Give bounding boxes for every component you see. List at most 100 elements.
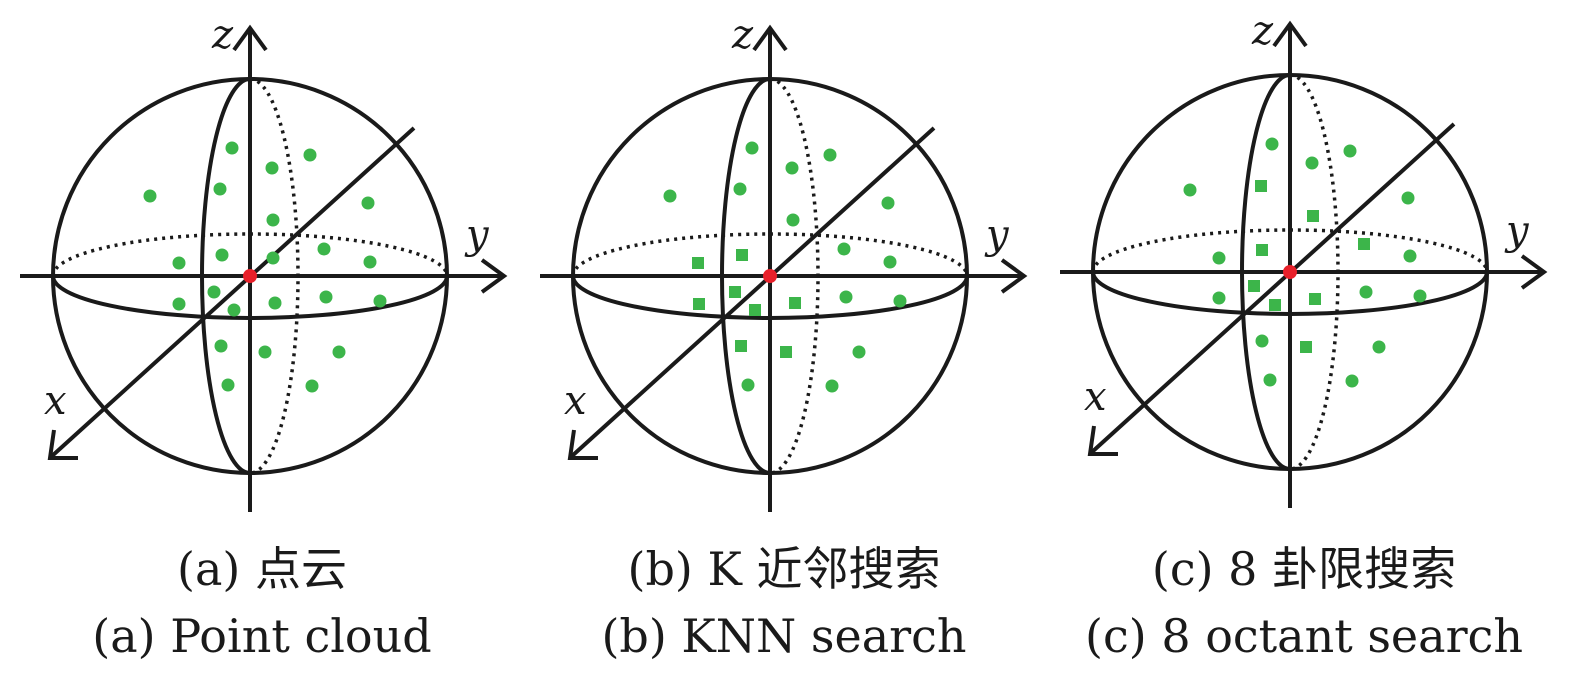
point bbox=[1372, 340, 1386, 354]
caption-a-en: (a) Point cloud bbox=[92, 609, 431, 663]
point bbox=[213, 182, 227, 196]
neighbor-square bbox=[729, 286, 741, 298]
point bbox=[215, 248, 229, 262]
y-axis-arrowhead bbox=[1000, 258, 1028, 294]
point bbox=[305, 379, 319, 393]
x-axis-arrowhead bbox=[567, 429, 598, 460]
point bbox=[363, 255, 377, 269]
neighbor-square bbox=[693, 298, 705, 310]
point bbox=[1265, 137, 1279, 151]
point bbox=[839, 290, 853, 304]
point bbox=[1183, 183, 1197, 197]
point bbox=[361, 196, 375, 210]
y-axis-label: y bbox=[1504, 208, 1530, 254]
point bbox=[1403, 249, 1417, 263]
point bbox=[266, 213, 280, 227]
point bbox=[266, 251, 280, 265]
point bbox=[332, 345, 346, 359]
neighbor-square bbox=[749, 304, 761, 316]
caption-c-cn: (c) 8 卦限搜索 bbox=[1152, 542, 1456, 596]
x-axis-arrowhead bbox=[47, 429, 78, 460]
caption-b-cn: (b) K 近邻搜索 bbox=[628, 542, 941, 596]
point bbox=[852, 345, 866, 359]
point bbox=[373, 294, 387, 308]
point bbox=[268, 296, 282, 310]
panel-b: z y x bbox=[540, 12, 1028, 512]
point bbox=[172, 256, 186, 270]
point bbox=[663, 189, 677, 203]
point bbox=[1263, 373, 1277, 387]
point-cloud bbox=[143, 141, 387, 393]
point bbox=[733, 182, 747, 196]
knn-neighbors bbox=[692, 249, 801, 358]
x-axis-label: x bbox=[44, 378, 67, 424]
caption-a-cn: (a) 点云 bbox=[177, 542, 347, 596]
equator-back bbox=[51, 232, 449, 277]
point bbox=[1345, 374, 1359, 388]
neighbor-square bbox=[1269, 299, 1281, 311]
y-axis-label: y bbox=[464, 212, 490, 258]
z-axis-arrowhead bbox=[1272, 20, 1308, 48]
caption-c-en: (c) 8 octant search bbox=[1085, 609, 1523, 663]
point bbox=[265, 161, 279, 175]
neighbor-square bbox=[1307, 210, 1319, 222]
point bbox=[1212, 291, 1226, 305]
neighbor-square bbox=[1300, 341, 1312, 353]
z-axis-arrowhead bbox=[752, 24, 788, 52]
point bbox=[881, 196, 895, 210]
neighbor-square bbox=[692, 257, 704, 269]
y-axis-arrowhead bbox=[480, 258, 508, 294]
z-axis-arrowhead bbox=[232, 24, 268, 52]
point bbox=[1343, 144, 1357, 158]
neighbor-square bbox=[1358, 238, 1370, 250]
neighbor-square bbox=[1255, 180, 1267, 192]
query-point bbox=[243, 269, 257, 283]
y-axis-label: y bbox=[984, 212, 1010, 258]
x-axis bbox=[50, 126, 416, 458]
point bbox=[1212, 251, 1226, 265]
point bbox=[1401, 191, 1415, 205]
point bbox=[303, 148, 317, 162]
query-point bbox=[763, 269, 777, 283]
point bbox=[227, 303, 241, 317]
point bbox=[221, 378, 235, 392]
point bbox=[1255, 334, 1269, 348]
point bbox=[883, 255, 897, 269]
point bbox=[214, 339, 228, 353]
point bbox=[837, 242, 851, 256]
point bbox=[143, 189, 157, 203]
point bbox=[823, 148, 837, 162]
z-axis-label: z bbox=[1251, 8, 1274, 54]
point bbox=[319, 290, 333, 304]
point bbox=[317, 242, 331, 256]
point bbox=[1413, 289, 1427, 303]
equator-back bbox=[571, 232, 969, 277]
panel-a: z y x bbox=[20, 12, 508, 512]
x-axis-label: x bbox=[1084, 374, 1107, 420]
point bbox=[825, 379, 839, 393]
point bbox=[893, 294, 907, 308]
point bbox=[1359, 285, 1373, 299]
point-cloud bbox=[663, 141, 907, 393]
equator-back bbox=[1091, 228, 1489, 273]
z-axis-label: z bbox=[731, 12, 754, 58]
point bbox=[745, 141, 759, 155]
point bbox=[258, 345, 272, 359]
neighbor-square bbox=[1309, 293, 1321, 305]
point bbox=[786, 213, 800, 227]
caption-b-en: (b) KNN search bbox=[601, 609, 966, 663]
point bbox=[741, 378, 755, 392]
neighbor-square bbox=[736, 249, 748, 261]
point bbox=[207, 285, 221, 299]
neighbor-square bbox=[789, 297, 801, 309]
octant-neighbors bbox=[1248, 180, 1370, 353]
x-axis-arrowhead bbox=[1087, 425, 1118, 456]
point-cloud bbox=[1183, 137, 1427, 388]
y-axis-arrowhead bbox=[1520, 254, 1548, 290]
x-axis bbox=[1090, 122, 1456, 454]
query-point bbox=[1283, 265, 1297, 279]
point bbox=[225, 141, 239, 155]
neighbor-square bbox=[1248, 280, 1260, 292]
x-axis bbox=[570, 126, 936, 458]
